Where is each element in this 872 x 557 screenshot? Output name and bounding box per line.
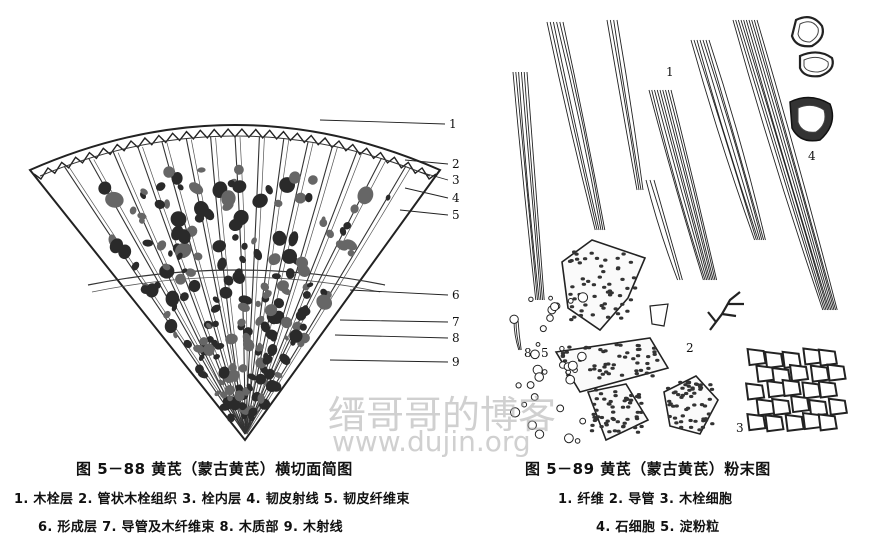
powder-diagram: 1 2 3 4 58 xyxy=(509,15,848,444)
left-label-3: 3 xyxy=(452,173,460,187)
stone-cells xyxy=(789,15,834,142)
left-part-labels: 1 2 3 4 5 6 7 8 9 xyxy=(449,117,460,369)
fiber-strands xyxy=(512,19,838,351)
right-label-2: 2 xyxy=(686,341,694,355)
right-part-labels: 1 2 3 4 58 xyxy=(524,65,816,435)
right-figure-legend-line1: 1. 纤维 2. 导管 3. 木栓细胞 xyxy=(558,492,733,507)
fiber-bundles xyxy=(98,164,391,423)
left-label-6: 6 xyxy=(452,288,460,302)
vessel-fragments xyxy=(554,239,719,442)
right-label-3: 3 xyxy=(736,421,744,435)
right-figure-caption: 图 5－89 黄芪（蒙古黄芪）粉末图 xyxy=(525,460,771,478)
cork-cells xyxy=(744,347,848,433)
left-label-8: 8 xyxy=(452,331,460,345)
left-label-2: 2 xyxy=(452,157,460,171)
left-figure-caption: 图 5－88 黄芪（蒙古黄芪）横切面简图 xyxy=(76,460,353,478)
left-figure-legend-line2: 6. 形成层 7. 导管及木纤维束 8. 木质部 9. 木射线 xyxy=(38,520,343,535)
watermark-url: www.dujin.org xyxy=(332,425,531,458)
left-label-1: 1 xyxy=(449,117,457,131)
fiber-fragment xyxy=(707,291,744,331)
watermark-text: 缙哥哥的博客 xyxy=(328,393,557,437)
right-label-5: 5 xyxy=(541,346,549,360)
label-leader-lines xyxy=(319,119,449,363)
right-label-4: 4 xyxy=(808,149,816,163)
right-label-6: 8 xyxy=(524,346,532,360)
vessel-pits xyxy=(560,250,715,434)
right-figure-legend-line2: 4. 石细胞 5. 淀粉粒 xyxy=(596,520,720,535)
cross-section-diagram: 1 2 3 4 5 6 7 8 9 xyxy=(28,117,460,442)
starch-grains xyxy=(509,292,589,444)
left-label-9: 9 xyxy=(452,355,460,369)
left-label-4: 4 xyxy=(452,191,460,205)
right-label-1: 1 xyxy=(666,65,674,79)
left-label-7: 7 xyxy=(452,315,460,329)
left-figure-legend-line1: 1. 木栓层 2. 管状木栓组织 3. 栓内层 4. 韧皮射线 5. 韧皮纤维束 xyxy=(14,492,410,507)
left-label-5: 5 xyxy=(452,208,460,222)
